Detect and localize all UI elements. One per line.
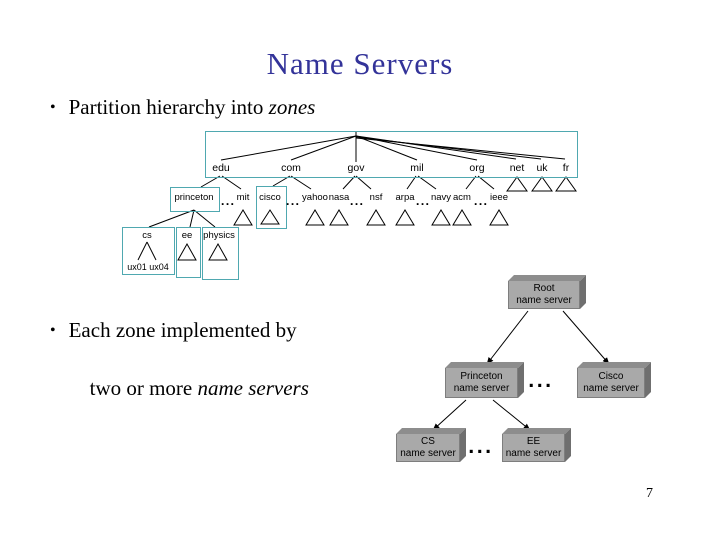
server-name: Princeton bbox=[460, 370, 503, 382]
zone-box-root bbox=[205, 131, 578, 178]
subtree-triangle-acm bbox=[452, 209, 472, 226]
subtree-triangle-arpa bbox=[395, 209, 415, 226]
subtree-triangle-fr bbox=[555, 176, 577, 192]
zone-box-ee bbox=[176, 227, 201, 278]
server-name: EE bbox=[526, 435, 541, 447]
server-box-face: Root name server bbox=[508, 281, 580, 309]
zone-box-cs bbox=[122, 227, 175, 275]
subdomain-label-ee: ee bbox=[181, 230, 193, 241]
zone-box-princeton bbox=[170, 187, 220, 212]
slide-title: Name Servers bbox=[266, 46, 454, 81]
server-subtitle: name server bbox=[583, 382, 639, 394]
tld-label-net: net bbox=[509, 162, 525, 174]
arrow-princeton-to-ee bbox=[492, 399, 531, 431]
bullet-partition-hierarchy: • Partition hierarchy into zones bbox=[50, 93, 315, 122]
server-box-side-bevel bbox=[580, 275, 586, 309]
subtree-triangle-navy bbox=[431, 209, 451, 226]
ellipsis-princeton-cisco-servers: ... bbox=[528, 372, 554, 392]
tld-label-mil: mil bbox=[410, 162, 424, 174]
bullet2-line2-text: two or more bbox=[89, 376, 198, 400]
ellipsis-cs-ee-servers: ... bbox=[468, 438, 494, 458]
tld-label-fr: fr bbox=[562, 162, 570, 174]
server-box-top-bevel bbox=[396, 428, 466, 434]
domain-label-cisco: cisco bbox=[259, 192, 281, 203]
domain-label-mit: mit bbox=[236, 192, 250, 203]
server-box-top-bevel bbox=[445, 362, 524, 368]
server-subtitle: name server bbox=[400, 447, 456, 459]
server-box-face: Princeton name server bbox=[445, 368, 518, 398]
domain-label-princeton: princeton bbox=[174, 192, 214, 203]
server-box-side-bevel bbox=[565, 428, 571, 462]
server-name: CS bbox=[421, 435, 435, 447]
domain-label-arpa: arpa bbox=[395, 192, 415, 203]
server-box-ee: EE name server bbox=[502, 428, 571, 462]
subtree-triangle-uk bbox=[531, 176, 553, 192]
server-box-top-bevel bbox=[577, 362, 651, 368]
tld-label-edu: edu bbox=[212, 162, 230, 174]
bullet1-italic: zones bbox=[268, 95, 316, 119]
server-box-side-bevel bbox=[645, 362, 651, 398]
subdomain-label-cs: cs bbox=[142, 230, 152, 241]
server-subtitle: name server bbox=[453, 382, 510, 394]
bullet-each-zone: • Each zone implemented by two or more n… bbox=[50, 316, 309, 403]
tld-label-com: com bbox=[281, 162, 301, 174]
arrow-princeton-to-cs bbox=[432, 399, 467, 431]
domain-label-navy: navy bbox=[430, 192, 452, 203]
server-box-face: Cisco name server bbox=[577, 368, 645, 398]
subtree-triangle-nsf bbox=[366, 209, 386, 226]
server-box-cs: CS name server bbox=[396, 428, 466, 462]
server-name: Root bbox=[533, 282, 555, 294]
subtree-triangle-nasa bbox=[329, 209, 349, 226]
server-box-top-bevel bbox=[508, 275, 586, 281]
server-box-face: CS name server bbox=[396, 434, 460, 462]
page-number: 7 bbox=[646, 486, 653, 501]
bullet1-text: Partition hierarchy into bbox=[68, 95, 269, 119]
bullet-marker: • bbox=[50, 99, 56, 116]
tld-label-gov: gov bbox=[347, 162, 365, 174]
domain-label-nsf: nsf bbox=[369, 192, 383, 203]
host-label-ux01: ux01 bbox=[127, 262, 147, 272]
server-box-princeton: Princeton name server bbox=[445, 362, 524, 398]
princeton-children-edges bbox=[148, 209, 216, 228]
tld-label-org: org bbox=[469, 162, 485, 174]
zone-box-physics bbox=[202, 227, 239, 280]
server-box-face: EE name server bbox=[502, 434, 565, 462]
subtree-triangle-net bbox=[506, 176, 528, 192]
domain-label-ieee: ieee bbox=[490, 192, 508, 203]
subdomain-label-physics: physics bbox=[203, 230, 235, 241]
server-box-root: Root name server bbox=[508, 275, 586, 309]
ellipsis-acm-ieee: ... bbox=[473, 197, 489, 208]
tld-label-uk: uk bbox=[536, 162, 548, 174]
domain-label-yahoo: yahoo bbox=[302, 192, 328, 203]
arrow-root-to-princeton bbox=[486, 310, 529, 365]
ellipsis-cisco-yahoo: ... bbox=[285, 197, 301, 208]
ellipsis-nasa-nsf: ... bbox=[349, 197, 365, 208]
bullet-text: Partition hierarchy into zones bbox=[69, 93, 316, 122]
bullet-marker: • bbox=[50, 322, 56, 339]
domain-label-nasa: nasa bbox=[328, 192, 350, 203]
domain-label-acm: acm bbox=[453, 192, 471, 203]
server-box-side-bevel bbox=[460, 428, 466, 462]
server-box-top-bevel bbox=[502, 428, 571, 434]
subtree-triangle-mit bbox=[233, 209, 253, 226]
server-box-cisco: Cisco name server bbox=[577, 362, 651, 398]
server-subtitle: name server bbox=[505, 447, 562, 459]
bullet2-line1: Each zone implemented by bbox=[68, 318, 297, 342]
server-name: Cisco bbox=[598, 370, 624, 382]
bullet2-line2-italic: name servers bbox=[197, 376, 309, 400]
ellipsis-arpa-navy: ... bbox=[415, 197, 431, 208]
server-subtitle: name server bbox=[516, 294, 572, 306]
ellipsis-princeton-mit: ... bbox=[220, 197, 236, 208]
subtree-triangle-ieee bbox=[489, 209, 509, 226]
subtree-triangle-yahoo bbox=[305, 209, 325, 226]
host-label-ux04: ux04 bbox=[149, 262, 169, 272]
zone-box-cisco bbox=[256, 186, 287, 229]
server-box-side-bevel bbox=[518, 362, 524, 398]
bullet-text: Each zone implemented by two or more nam… bbox=[69, 316, 309, 403]
arrow-root-to-cisco bbox=[562, 310, 610, 365]
tld-subtree-triangles bbox=[506, 176, 577, 192]
